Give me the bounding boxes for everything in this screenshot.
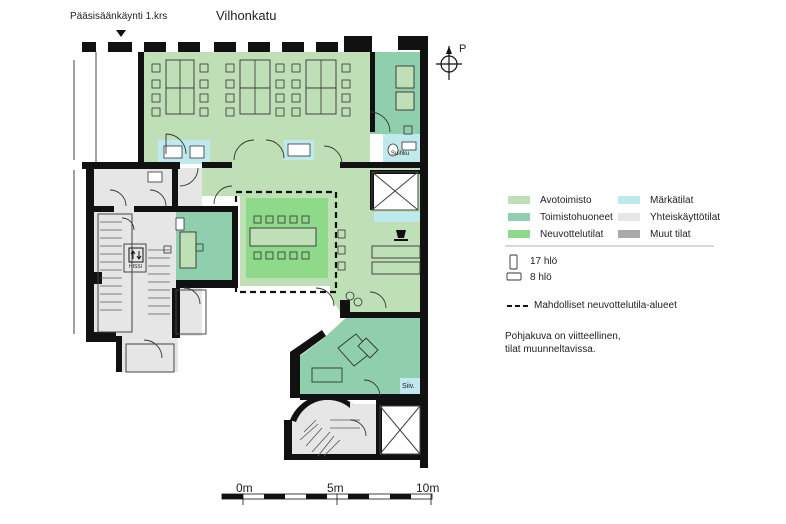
desk-dividers: [179, 60, 322, 114]
north-arrow-tip-icon: [446, 46, 452, 54]
lift-arrows-icon: [128, 247, 144, 263]
capacity-icons: [506, 254, 522, 281]
legend-swatch: [618, 230, 640, 238]
legend-item: Yhteiskäyttötilat: [618, 210, 720, 224]
lower-office-furniture: [311, 333, 379, 383]
legend-swatch: [618, 196, 640, 204]
capacity-17-label: 17 hlö: [530, 256, 558, 267]
scale-tick-10: 10m: [416, 481, 440, 495]
north-label: P: [459, 43, 467, 55]
fixtures: [147, 141, 417, 231]
legend-item: Neuvottelutilat: [508, 227, 603, 241]
lower-hall: [118, 336, 178, 372]
legend-label: Yhteiskäyttötilat: [650, 211, 721, 223]
legend-label: Muut tilat: [650, 228, 691, 240]
stairs: [100, 221, 360, 457]
legend-label: Märkätilat: [650, 194, 694, 206]
scale-bar: [221, 493, 433, 505]
cleaning-room-label: Siiv.: [402, 383, 415, 390]
shower-room-label: Suihku: [391, 151, 410, 157]
plan-note-line2: tilat muunneltavissa.: [505, 344, 596, 355]
legend-swatch: [508, 196, 530, 204]
dashed-area-label: Mahdolliset neuvottelutila-alueet: [534, 300, 677, 311]
cleaning-room: [400, 378, 420, 398]
scale-tick-5: 5m: [327, 481, 344, 495]
possible-meeting-boundary: [234, 190, 338, 294]
legend-label: Avotoimisto: [540, 194, 592, 206]
legend-swatch: [508, 213, 530, 221]
legend-item: Avotoimisto: [508, 193, 592, 207]
entrance-label: Pääsisäänkäynti 1.krs: [70, 11, 168, 22]
legend-swatch: [618, 213, 640, 221]
legend-label: Neuvottelutilat: [540, 228, 604, 240]
street-label: Vilhonkatu: [216, 8, 277, 23]
chairs: [151, 63, 413, 307]
kitchen-wet: [374, 212, 420, 222]
coffee-cup-icon: [394, 230, 408, 241]
scale-tick-0: 0m: [236, 481, 253, 495]
plan-note-line1: Pohjakuva on viitteellinen,: [505, 331, 621, 342]
light-outlines: [73, 52, 421, 455]
entrance-arrow-icon: [116, 30, 126, 37]
doors: [109, 111, 391, 437]
capacity-8-label: 8 hlö: [530, 272, 552, 283]
legend-swatch: [508, 230, 530, 238]
legend-item: Muut tilat: [618, 227, 691, 241]
legend-lines: [505, 245, 714, 307]
legend-item: Toimistohuoneet: [508, 210, 613, 224]
legend-label: Toimistohuoneet: [540, 211, 613, 223]
legend-item: Märkätilat: [618, 193, 693, 207]
tower-stair: [290, 393, 378, 456]
lift-label: HISSI: [129, 264, 143, 270]
